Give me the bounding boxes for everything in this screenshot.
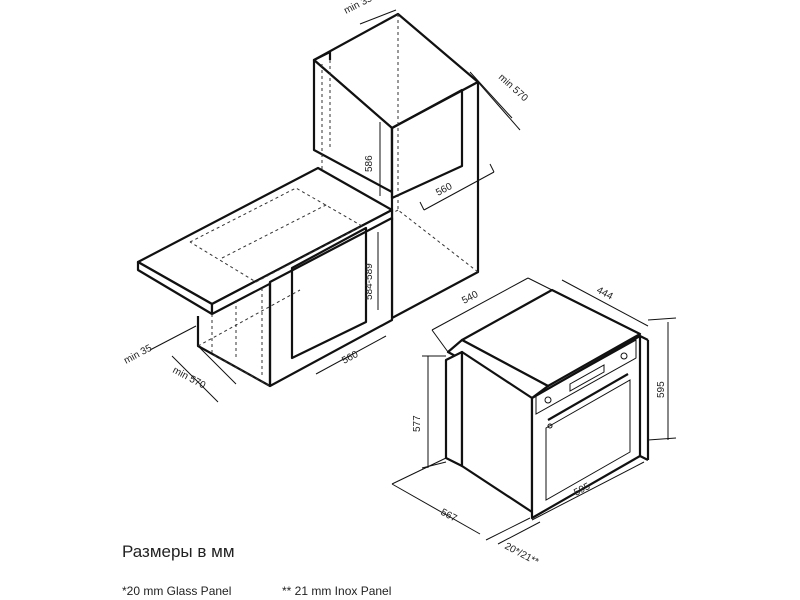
countertop-hidden-line [221,203,329,259]
dim-ext-567 [391,457,447,485]
base-niche-opening [290,226,368,360]
dim-tick-560a [419,201,425,211]
oven-handle [547,373,629,421]
note-glass-panel: *20 mm Glass Panel [122,584,232,598]
dim-label-577: 577 [412,415,423,432]
dim-line-panel-2 [497,521,541,545]
dim-label-584-589: 584-589 [364,263,375,300]
dim-label-panel-thickness: 20*/21** [503,541,541,568]
dim-label-540: 540 [460,289,480,307]
dim-line-570 [469,71,513,119]
dim-label-left-min35: min 35 [122,343,154,367]
oven-front-thickness-bottom [639,455,649,461]
oven-door-glass [545,379,631,501]
dim-line-top-min35 [359,9,397,25]
base-cabinet [196,216,394,388]
dim-line-595-horizontal [531,461,645,521]
dim-label-595-vertical: 595 [656,381,667,398]
dim-label-left-min570: min 570 [171,365,208,392]
dim-label-444: 444 [595,285,615,303]
dim-ext-595a [647,317,677,321]
dim-label-column-min570: min 570 [496,72,530,104]
oven-body-back-edge [444,350,464,468]
dim-ext-540a [431,329,449,353]
dim-ext-left-min570 [197,345,237,385]
countertop-hidden-outline [189,187,364,283]
oven-control-panel [535,339,637,415]
oven-knob-right-icon [620,352,628,360]
dim-ext-570 [477,81,521,131]
dim-line-panel [485,517,531,541]
oven-front-thickness-top [639,335,649,341]
dim-label-top-min35: min 35 [342,0,374,17]
dim-line-540 [431,277,529,331]
units-caption: Размеры в мм [122,542,235,561]
oven-knob-left-icon [544,396,552,404]
base-hidden-edge [211,314,271,387]
dim-line-left-min35 [149,325,197,351]
dim-label-586: 586 [364,155,375,172]
dim-line-column-560 [423,171,495,211]
dim-line-444 [561,279,649,327]
dim-tick-560b [489,163,495,173]
oven-door-screw-icon [547,423,553,429]
dim-ext-595b [647,437,677,441]
column-niche-opening [390,88,464,200]
dim-line-base-560 [315,335,387,375]
oven-display [569,364,605,392]
dim-ext-577b [421,461,447,469]
dim-line-left-min570 [171,355,219,403]
dim-label-567: 567 [439,507,459,525]
column-cabinet [312,12,480,320]
note-inox-panel: ** 21 mm Inox Panel [282,584,392,598]
column-top-notch [313,50,332,61]
base-cabinet-front-lower [196,316,271,387]
dim-line-567 [391,483,481,535]
base-hidden-edge-4 [197,289,301,347]
dim-ext-540b [527,277,553,291]
oven [444,288,650,520]
